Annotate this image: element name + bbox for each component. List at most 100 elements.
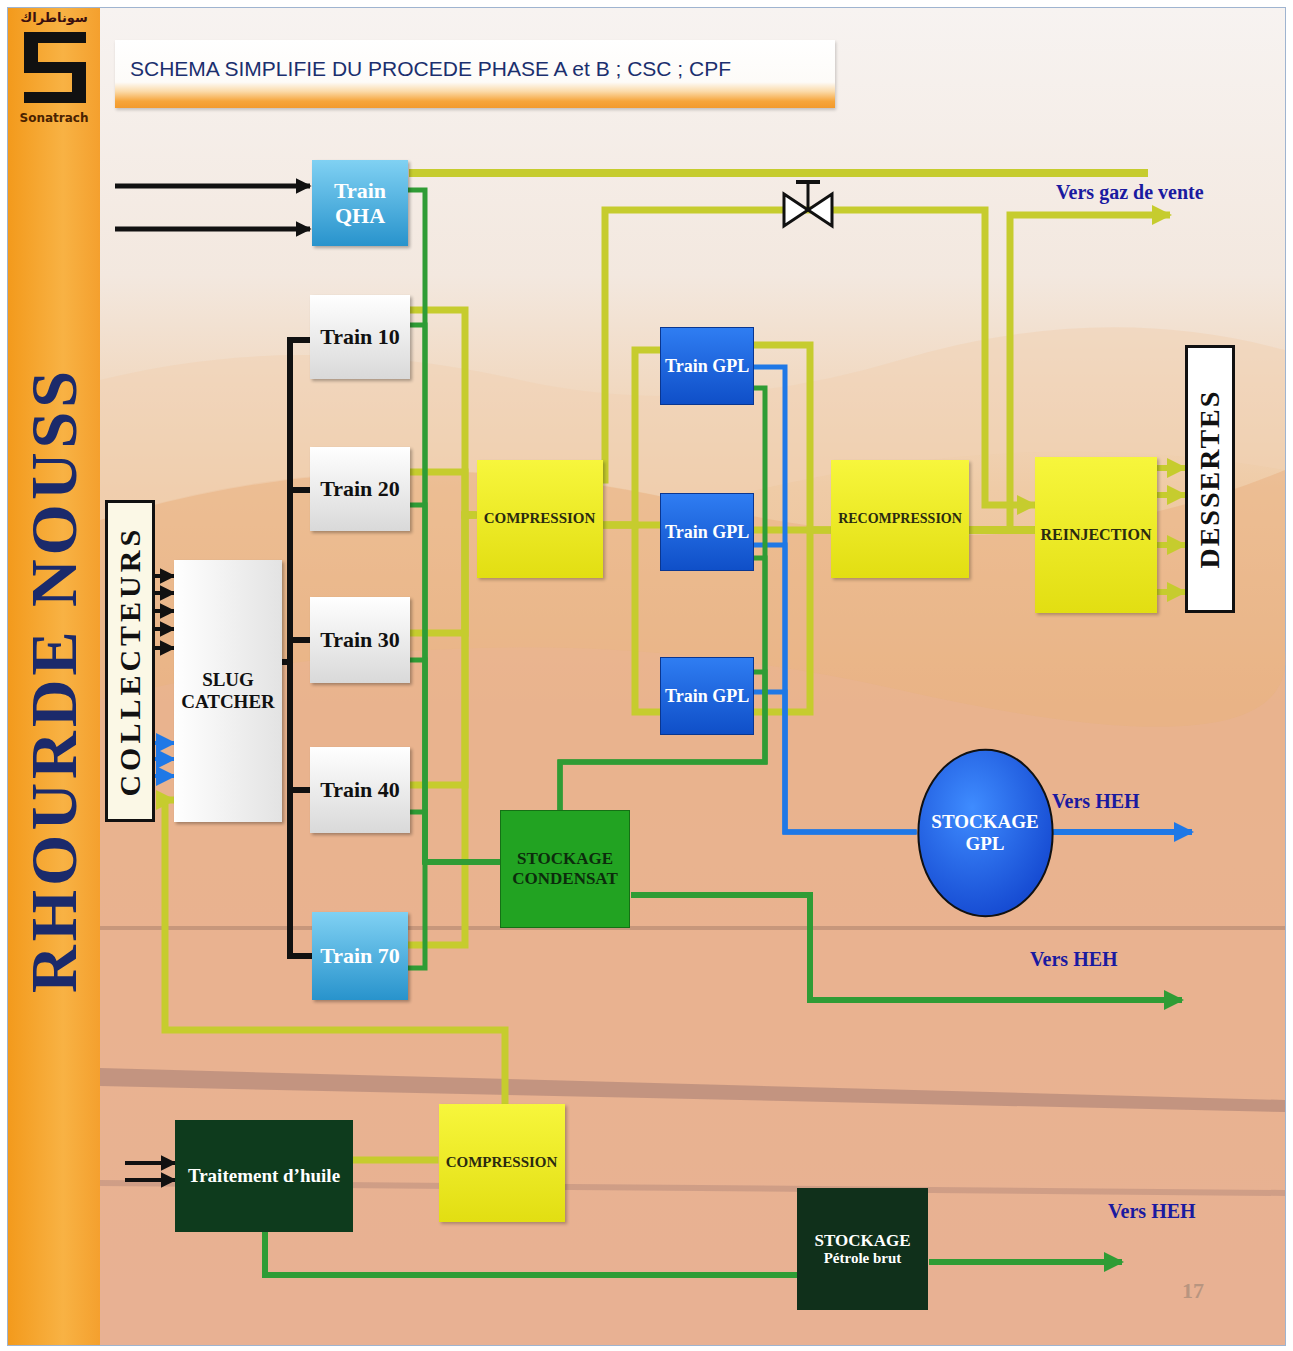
text-label: سوناطراك bbox=[14, 11, 94, 26]
pipe-segment bbox=[1157, 492, 1185, 498]
text-label: Vers HEH bbox=[1052, 790, 1140, 813]
pipe-segment bbox=[1157, 465, 1185, 471]
node-label: Train 30 bbox=[314, 627, 406, 652]
text-label: Sonatrach bbox=[14, 112, 94, 126]
pipe-connector bbox=[155, 576, 174, 776]
pipe-connector bbox=[410, 472, 477, 515]
node-label: Train GPL bbox=[665, 686, 749, 707]
feed-arrow bbox=[115, 184, 310, 189]
text-label: Vers gaz de vente bbox=[1056, 181, 1204, 204]
storage-box: STOCKAGE CONDENSAT bbox=[500, 810, 630, 928]
pipe-segment bbox=[155, 757, 174, 761]
node-label: Pétrole brut bbox=[801, 1250, 924, 1267]
pipe-connector bbox=[282, 490, 310, 662]
train-box: Train 40 bbox=[310, 747, 410, 833]
pipe-segment bbox=[1157, 542, 1185, 548]
pipe-connector bbox=[408, 515, 477, 945]
pipe-connector bbox=[754, 545, 917, 832]
pipe-segment bbox=[155, 646, 174, 650]
tank-shape bbox=[918, 750, 1052, 917]
dessertes-box: DESSERTES bbox=[1185, 345, 1235, 613]
oil-treatment-box: Traitement d’huile bbox=[175, 1120, 353, 1232]
pipe-connector bbox=[408, 862, 500, 968]
pipe-connector bbox=[603, 350, 661, 525]
pipe-connector bbox=[410, 660, 500, 862]
pipeline-band bbox=[100, 926, 1285, 930]
crude-export-line bbox=[929, 1259, 1122, 1265]
node-label: Traitement d’huile bbox=[179, 1165, 349, 1187]
pipe-connector bbox=[603, 210, 1036, 505]
pipe-connector bbox=[603, 525, 661, 712]
pipe-segment bbox=[155, 574, 174, 578]
pipe-segment bbox=[155, 741, 174, 745]
pipe-connector bbox=[282, 640, 310, 662]
node-label: RECOMPRESSION bbox=[835, 511, 965, 527]
node-label: Train 40 bbox=[314, 777, 406, 802]
pipe-segment bbox=[155, 627, 174, 631]
pipe-connector bbox=[410, 325, 500, 862]
text-label: RHOURDE NOUSS bbox=[16, 367, 92, 993]
train-box: Train 10 bbox=[310, 295, 410, 379]
pipe-connector bbox=[282, 662, 310, 790]
gpl-train: Train GPL bbox=[660, 657, 754, 735]
pipe-connector bbox=[754, 367, 917, 832]
pipe-segment bbox=[155, 591, 174, 595]
recompression-box: RECOMPRESSION bbox=[831, 460, 969, 578]
pipe-segment bbox=[155, 774, 174, 778]
pipe-connector bbox=[754, 692, 917, 832]
train-box: Train 30 bbox=[310, 597, 410, 683]
node-label: STOCKAGE CONDENSAT bbox=[505, 849, 625, 888]
slug-catcher: SLUG CATCHER bbox=[174, 560, 282, 822]
text-label: 17 bbox=[1182, 1278, 1204, 1303]
reinjection-box: REINJECTION bbox=[1035, 457, 1157, 613]
node-label: REINJECTION bbox=[1039, 526, 1153, 544]
pipe-connector bbox=[560, 558, 765, 810]
storage-tank: STOCKAGE GPL bbox=[917, 748, 1054, 918]
node-label: DESSERTES bbox=[1194, 390, 1226, 569]
pipe-connector bbox=[265, 1232, 797, 1275]
pipe-segment bbox=[1157, 589, 1185, 595]
pipe-connector bbox=[969, 526, 1035, 534]
node-label: COMPRESSION bbox=[443, 1154, 561, 1171]
node-label: Train 10 bbox=[314, 324, 406, 349]
label-holder: RHOURDE NOUSS bbox=[8, 300, 100, 1060]
node-label: SLUG CATCHER bbox=[178, 669, 278, 713]
pipeline-band bbox=[100, 1068, 1285, 1112]
storage-box: STOCKAGEPétrole brut bbox=[797, 1188, 928, 1310]
valve-handle bbox=[796, 180, 820, 184]
pipe-segment bbox=[155, 609, 174, 613]
feed-arrow bbox=[125, 1161, 175, 1165]
diagram-title: SCHEMA SIMPLIFIE DU PROCEDE PHASE A et B… bbox=[130, 56, 731, 81]
gpl-train: Train GPL bbox=[660, 327, 754, 405]
node-label: Train GPL bbox=[665, 522, 749, 543]
compression-box: COMPRESSION bbox=[439, 1104, 565, 1222]
node-label: Train QHA bbox=[316, 178, 404, 229]
pipe-connector bbox=[282, 662, 312, 956]
valve-stem bbox=[807, 182, 810, 210]
train-box: Train QHA bbox=[312, 160, 408, 246]
compression-box: COMPRESSION bbox=[477, 460, 603, 578]
node-label: Train GPL bbox=[665, 356, 749, 377]
logo-bar bbox=[24, 92, 86, 103]
pipe-connector bbox=[410, 310, 477, 515]
text-label: Vers HEH bbox=[1108, 1200, 1196, 1223]
pipe-connector bbox=[165, 800, 505, 1104]
train-box: Train 70 bbox=[312, 912, 408, 1000]
pipe-connector bbox=[560, 388, 765, 810]
valve-symbol bbox=[784, 182, 832, 226]
collector-box: COLLECTEURS bbox=[105, 500, 155, 822]
gpl-train: Train GPL bbox=[660, 493, 754, 571]
train-box: Train 20 bbox=[310, 447, 410, 531]
pipe-connector bbox=[353, 1157, 439, 1164]
node-label: Train 70 bbox=[316, 943, 404, 968]
pipe-connector bbox=[282, 340, 310, 662]
node-label: STOCKAGE GPL bbox=[929, 811, 1042, 855]
node-label: Train 20 bbox=[314, 476, 406, 501]
node-label: STOCKAGE bbox=[801, 1231, 924, 1251]
pipe-connector bbox=[410, 812, 500, 862]
feed-arrow bbox=[125, 1178, 175, 1182]
node-label: COMPRESSION bbox=[481, 510, 599, 527]
feed-arrow bbox=[115, 227, 310, 232]
pipe-connector bbox=[1157, 468, 1185, 592]
